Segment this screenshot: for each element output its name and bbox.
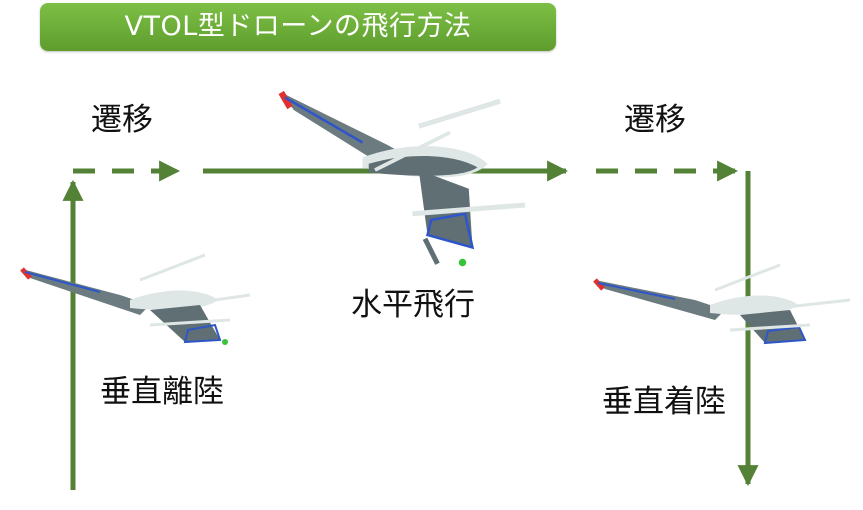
horizontal-flight-label: 水平飛行 [351, 287, 475, 323]
vtol-drone-icon [20, 253, 251, 345]
transition-label-right: 遷移 [624, 102, 686, 138]
vertical-takeoff-label: 垂直離陸 [100, 374, 224, 410]
vtol-drone-icon [593, 263, 851, 345]
vertical-landing-label: 垂直着陸 [602, 384, 726, 420]
diagram-title: VTOL型ドローンの飛行方法 [40, 3, 556, 51]
transition-label-left: 遷移 [91, 102, 153, 138]
vtol-drone-icon [278, 90, 526, 267]
